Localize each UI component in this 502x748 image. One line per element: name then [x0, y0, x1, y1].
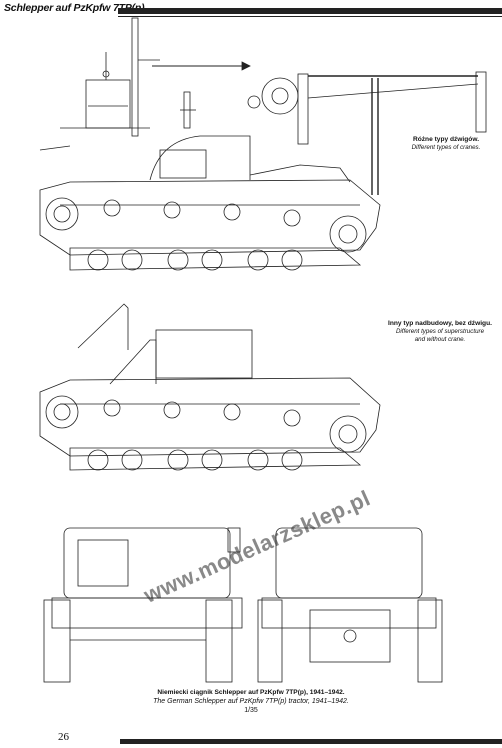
crane-arm-drawing	[261, 71, 487, 195]
caption-main-en: The German Schlepper auf PzKpfw 7TP(p) t…	[153, 698, 349, 705]
caption-main-pl: Niemiecki ciągnik Schlepper auf PzKpfw 7…	[157, 689, 345, 696]
tractor-side-view-1	[39, 135, 381, 271]
crane-detail-drawing	[39, 17, 261, 151]
caption-superstructure: Inny typ nadbudowy, bez dźwigu. Differen…	[382, 320, 498, 344]
caption-crane-types-pl: Różne typy dźwigów.	[412, 136, 480, 143]
caption-superstructure-pl: Inny typ nadbudowy, bez dźwigu.	[388, 320, 492, 327]
tractor-rear-view	[257, 527, 443, 683]
tractor-side-view-2	[39, 303, 381, 471]
page-title: Schlepper auf PzKpfw 7TP(p)	[4, 2, 145, 14]
header-rule	[118, 8, 502, 14]
caption-crane-types: Różne typy dźwigów. Different types of c…	[400, 136, 492, 152]
header-rule-thin	[118, 16, 502, 17]
page-number: 26	[58, 731, 69, 743]
caption-main-scale: 1/35	[244, 707, 258, 714]
caption-superstructure-en2: and without crane.	[414, 336, 466, 343]
caption-main: Niemiecki ciągnik Schlepper auf PzKpfw 7…	[120, 688, 382, 715]
caption-superstructure-en1: Different types of superstructure	[395, 328, 485, 335]
caption-crane-types-en: Different types of cranes.	[411, 144, 481, 151]
footer-rule	[120, 739, 502, 744]
tractor-front-view	[43, 527, 243, 683]
